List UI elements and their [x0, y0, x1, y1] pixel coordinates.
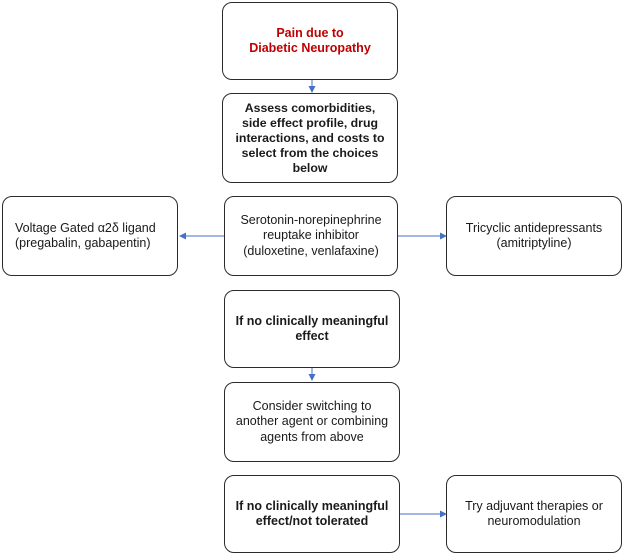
snri-node-label: Serotonin-norepinephrine reuptake inhibi… [240, 212, 382, 258]
no-effect-node: If no clinically meaningful effect [224, 290, 400, 368]
no-effect-not-tolerated-node-label: If no clinically meaningful effect/not t… [235, 498, 389, 529]
switch-agent-node-label: Consider switching to another agent or c… [235, 398, 389, 444]
no-effect-not-tolerated-node: If no clinically meaningful effect/not t… [224, 475, 400, 553]
adjuvant-node-label: Try adjuvant therapies or neuromodulatio… [465, 498, 603, 529]
start-node: Pain due to Diabetic Neuropathy [222, 2, 398, 80]
assess-node: Assess comorbidities, side effect profil… [222, 93, 398, 183]
tca-node: Tricyclic antidepressants (amitriptyline… [446, 196, 622, 276]
snri-node: Serotonin-norepinephrine reuptake inhibi… [224, 196, 398, 276]
switch-agent-node: Consider switching to another agent or c… [224, 382, 400, 462]
tca-node-label: Tricyclic antidepressants (amitriptyline… [465, 220, 603, 251]
start-node-label: Pain due to Diabetic Neuropathy [249, 25, 371, 56]
voltage-gated-node: Voltage Gated α2δ ligand (pregabalin, ga… [2, 196, 178, 276]
voltage-gated-node-label: Voltage Gated α2δ ligand (pregabalin, ga… [15, 220, 156, 251]
no-effect-node-label: If no clinically meaningful effect [235, 313, 389, 344]
assess-node-label: Assess comorbidities, side effect profil… [235, 100, 385, 175]
adjuvant-node: Try adjuvant therapies or neuromodulatio… [446, 475, 622, 553]
